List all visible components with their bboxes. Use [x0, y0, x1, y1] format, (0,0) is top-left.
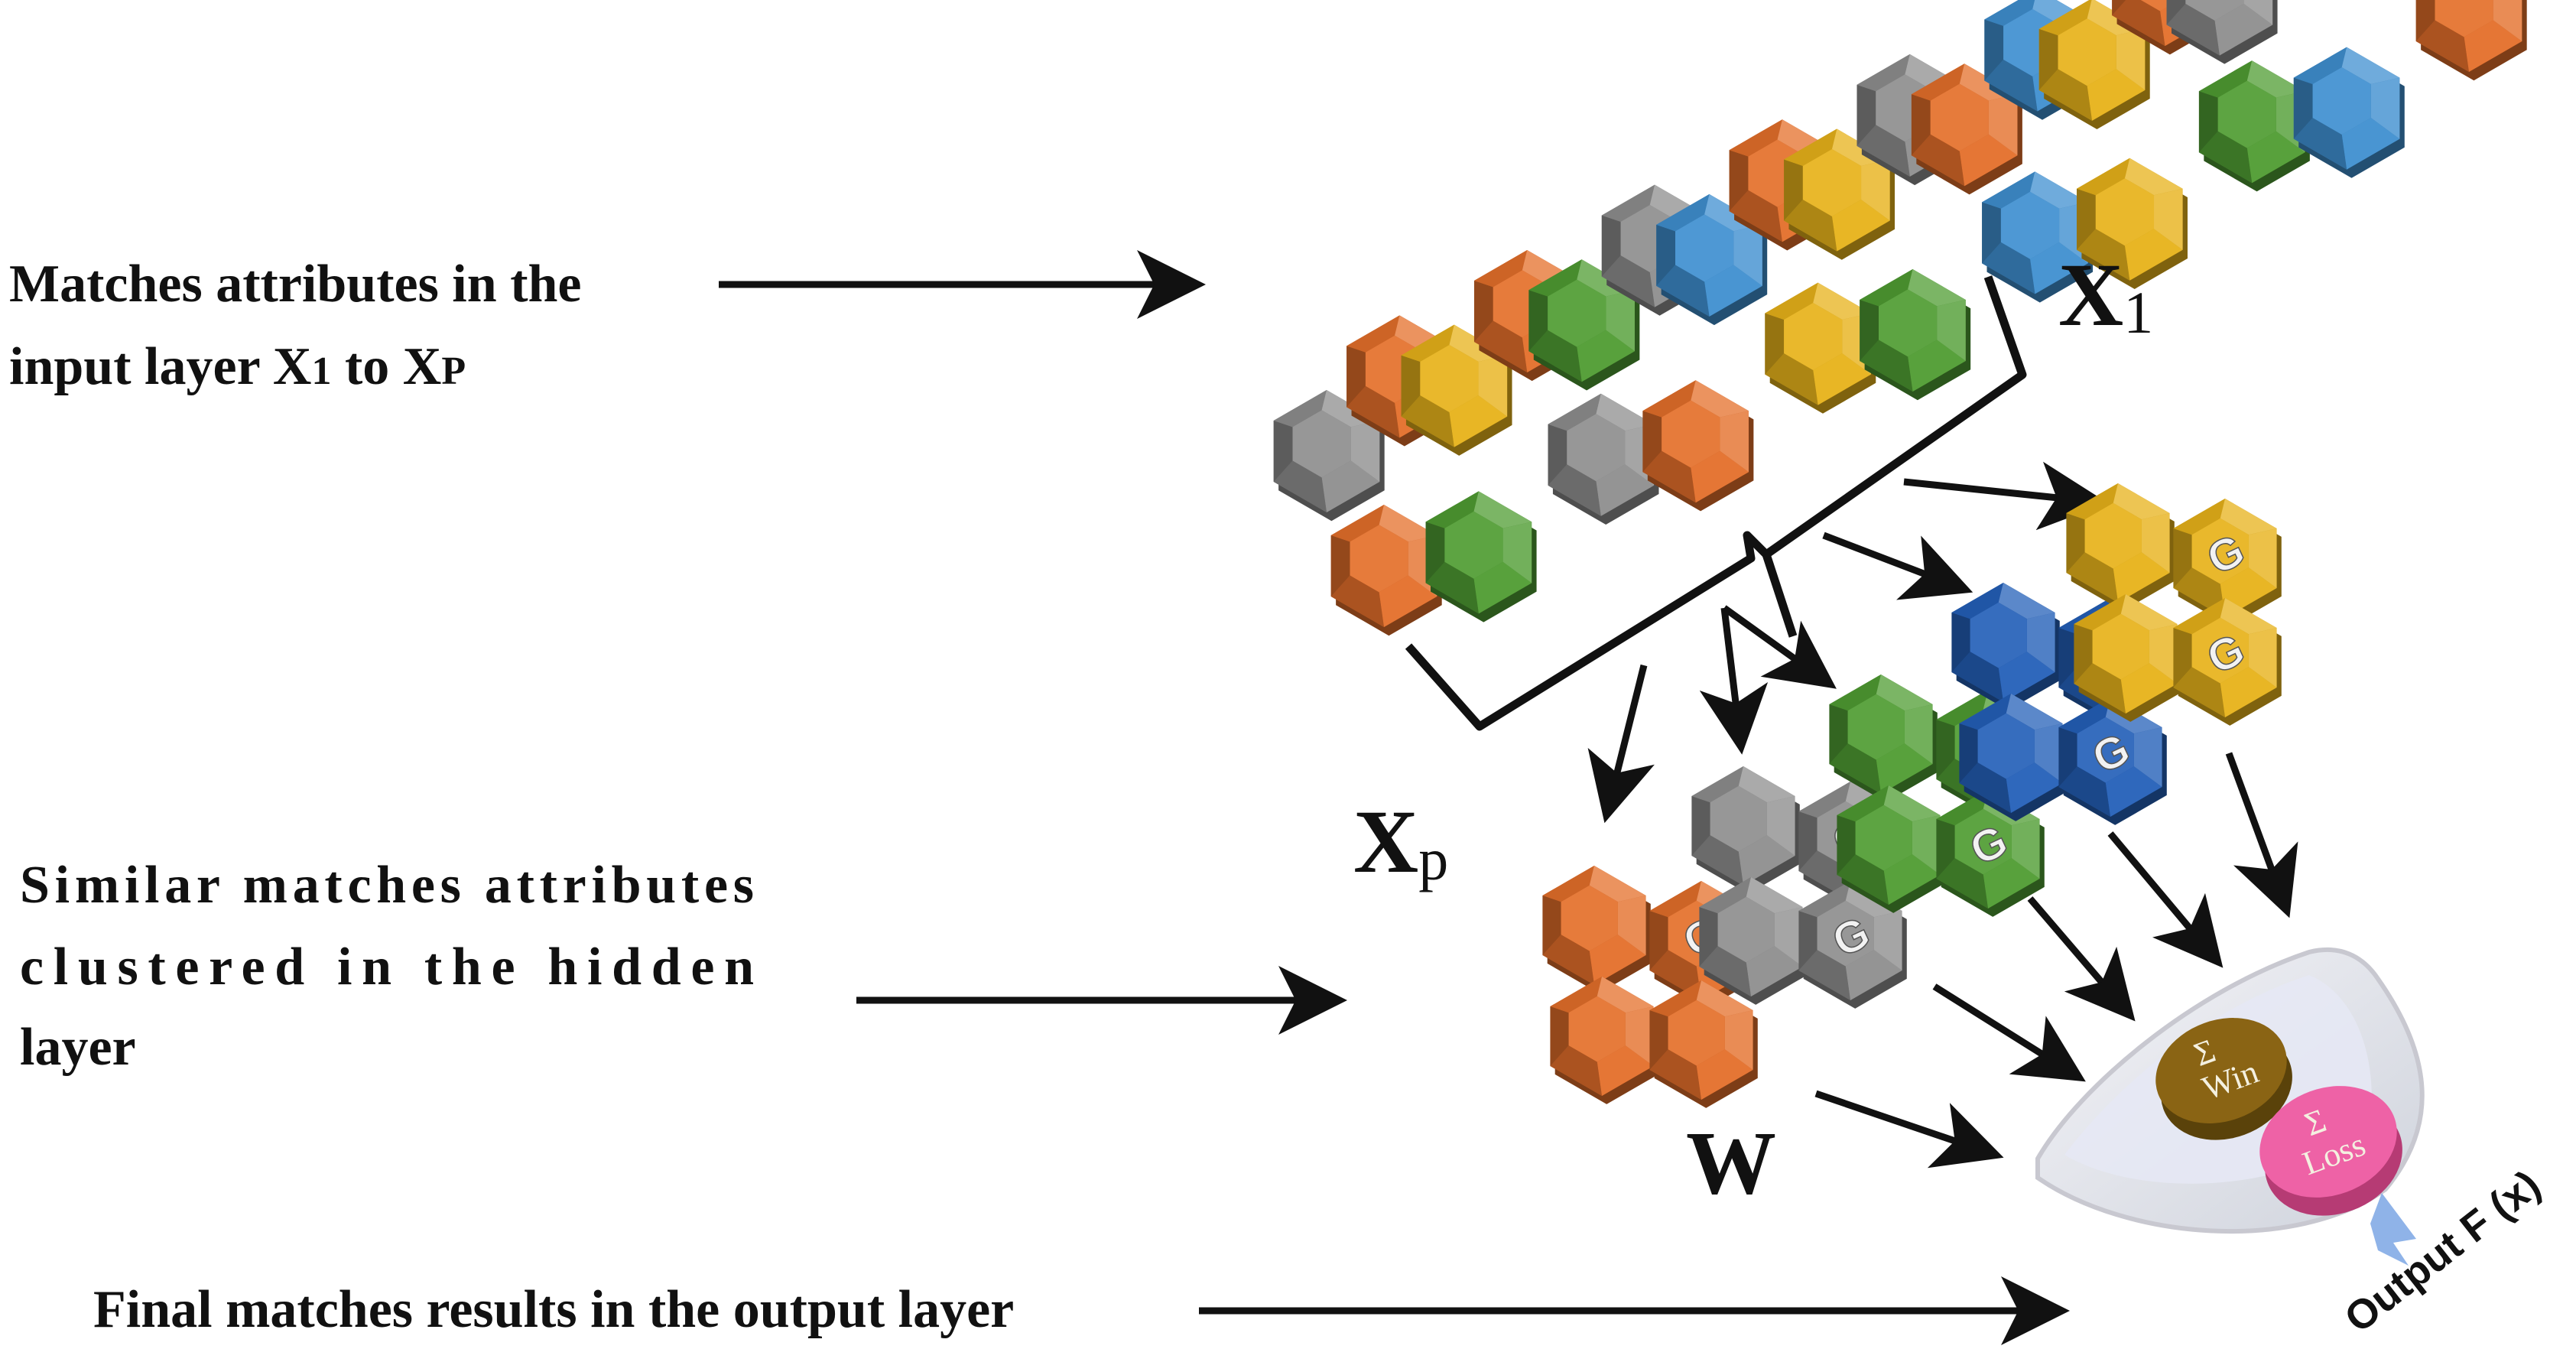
input-hex-yellow	[2038, 0, 2150, 130]
hidden-layer-caption-line1: Similar matches attributes	[20, 856, 754, 915]
input-layer-caption-line1: Matches attributes in the	[9, 255, 582, 314]
hidden-layer-caption-line2: clustered in the hidden	[20, 938, 754, 996]
bracket-tail	[1762, 553, 1798, 638]
input-hex-green	[1860, 269, 1971, 401]
input-hex-yellow	[1765, 282, 1876, 414]
hidden-hex-gray	[1699, 877, 1808, 1005]
hidden-hex-darkblue	[1951, 583, 2060, 710]
hidden-hex-yellow: G	[2173, 499, 2282, 626]
hidden-layer-clusters: GGGGGGGGG	[1542, 483, 2282, 1108]
x1-label: X1	[2058, 245, 2153, 346]
hidden-hex-orange	[1542, 866, 1651, 993]
input-hex-orange	[1642, 380, 1754, 512]
output-layer-caption: Final matches results in the output laye…	[93, 1280, 1014, 1339]
input-layer-caption-line2: input layer X1 to XP	[9, 337, 466, 396]
hidden-hex-green	[1829, 674, 1938, 802]
input-hex-orange	[1330, 505, 1442, 636]
output-arrow-icon	[2370, 1193, 2416, 1266]
layer-bracket	[1405, 275, 2027, 731]
hidden-hex-gray	[1691, 766, 1800, 894]
hidden-hex-darkblue	[1959, 694, 2068, 821]
output-funnel: Σ Win Σ Loss	[2035, 947, 2425, 1266]
xp-label: Xp	[1353, 792, 1448, 892]
hidden-hex-orange	[1649, 980, 1758, 1108]
input-hex-green	[1528, 259, 1640, 391]
input-hex-green	[2198, 60, 2310, 192]
hidden-hex-yellow: G	[2173, 598, 2282, 726]
hidden-layer-caption-line3: layer	[20, 1018, 136, 1077]
input-layer-hexagons	[1273, 0, 2527, 636]
w-label: W	[1686, 1113, 1776, 1213]
hidden-to-output-arrows	[1814, 752, 2298, 1169]
hidden-hex-gray: G	[1798, 881, 1907, 1009]
input-hex-yellow	[2077, 158, 2188, 289]
input-hex-orange	[2415, 0, 2527, 81]
hidden-hex-orange	[1550, 977, 1658, 1104]
hidden-hex-green	[1837, 785, 1945, 913]
input-hex-gray	[2166, 0, 2278, 64]
hidden-hex-darkblue: G	[2058, 697, 2167, 825]
input-hex-green	[1425, 491, 1537, 622]
input-to-hidden-arrows	[1587, 461, 2108, 824]
input-hex-yellow	[1784, 128, 1895, 260]
hidden-hex-yellow	[2066, 483, 2175, 611]
hidden-hex-yellow	[2074, 594, 2182, 722]
input-hex-blue	[2293, 47, 2405, 178]
input-hex-orange	[1911, 63, 2022, 195]
input-hex-yellow	[1401, 324, 1512, 456]
input-hex-blue	[1982, 171, 2094, 303]
input-hex-gray	[1548, 393, 1659, 525]
